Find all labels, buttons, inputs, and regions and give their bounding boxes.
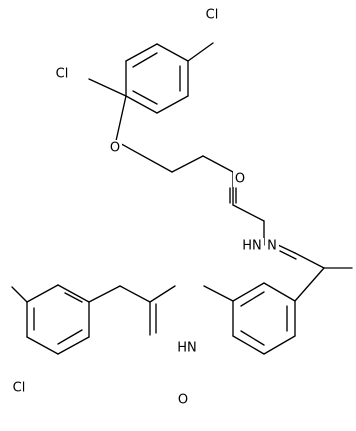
ring-double-bond xyxy=(240,291,265,307)
ring-bond xyxy=(26,284,59,303)
chlorine-label-top: Cl xyxy=(206,8,219,23)
aryl-connection-bond xyxy=(294,267,325,302)
chlorine-bond xyxy=(88,78,127,97)
ring-bond xyxy=(57,336,90,355)
ring-bond xyxy=(57,284,90,303)
chain-bond xyxy=(171,155,204,173)
amide-bond xyxy=(149,285,176,303)
hydrazide-nitrogen-label: HN xyxy=(242,239,262,254)
ring-double-bond xyxy=(132,52,158,68)
ring-double-bond xyxy=(132,90,158,105)
amide-n-bond xyxy=(203,285,234,302)
chlorine-label-left: Cl xyxy=(56,67,69,82)
ring-connection-bond xyxy=(119,285,151,303)
carbonyl-oxygen-label-lower: O xyxy=(178,393,188,408)
carbonyl-oxygen-label-upper: O xyxy=(235,172,245,187)
ring-double-bond xyxy=(57,329,83,345)
label-background xyxy=(176,392,190,408)
label-background xyxy=(108,140,122,156)
amide-nitrogen-label: HN xyxy=(177,341,197,356)
ether-bond xyxy=(115,95,127,142)
chlorine-label-bottom: Cl xyxy=(13,381,26,396)
ring-bond xyxy=(26,336,59,355)
ring-bond xyxy=(232,282,265,302)
imine-carbon-bond xyxy=(294,252,325,269)
ring-bond xyxy=(125,43,158,62)
central-phenyl-ring xyxy=(203,282,296,355)
label-background xyxy=(233,171,247,187)
label-background xyxy=(51,66,73,82)
ring-bond xyxy=(88,285,121,303)
imine-bond xyxy=(277,244,296,254)
chlorine-bond xyxy=(187,42,214,62)
hydrazone-linkage xyxy=(263,220,353,302)
ring-bond xyxy=(156,43,189,62)
imine-nitrogen-label: N xyxy=(267,239,277,254)
ether-oxygen-label: O xyxy=(110,141,120,156)
ring-bond xyxy=(232,335,265,355)
ring-bond xyxy=(156,95,189,114)
dichlorophenyl-ring xyxy=(88,42,214,142)
label-background xyxy=(174,340,200,356)
ring-bond xyxy=(263,335,296,355)
chain-bond xyxy=(232,204,265,222)
ring-double-bond xyxy=(64,292,83,303)
chlorine-bond xyxy=(11,286,28,303)
ring-bond xyxy=(125,95,158,114)
label-background xyxy=(201,7,223,23)
imine-double-bond xyxy=(279,250,297,260)
label-background xyxy=(8,380,30,396)
ring-bond xyxy=(263,282,296,302)
label-background xyxy=(240,238,264,254)
chlorobenzamide-group xyxy=(11,284,176,355)
label-background xyxy=(265,238,279,254)
chain-bond xyxy=(202,155,234,173)
butanoyl-chain xyxy=(115,140,265,222)
chain-bond xyxy=(115,140,173,173)
ring-double-bond xyxy=(240,330,265,346)
atom-labels: Cl Cl O O HN N HN Cl O xyxy=(8,7,279,408)
